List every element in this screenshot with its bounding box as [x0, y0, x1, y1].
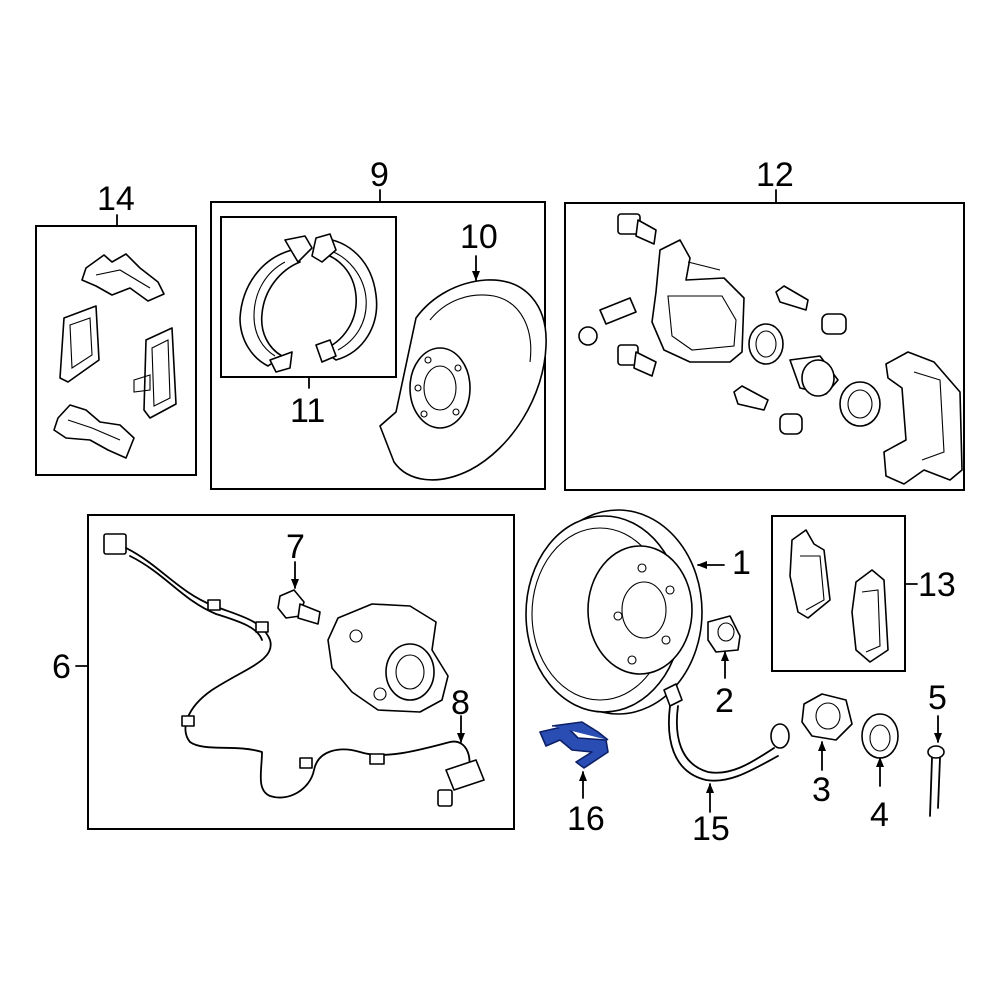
callout-7: 7 — [286, 528, 305, 566]
hub-cap[interactable] — [707, 615, 741, 653]
group-box-6 — [75, 514, 515, 830]
backing-plate[interactable] — [379, 279, 547, 481]
pad-clip-upper[interactable] — [81, 253, 165, 302]
callout-1: 1 — [732, 544, 751, 582]
brake-pad-right[interactable] — [851, 569, 889, 663]
brake-shoe-left[interactable] — [239, 235, 313, 373]
caliper-piston[interactable] — [789, 355, 839, 397]
callout-3: 3 — [812, 771, 831, 809]
washer[interactable] — [861, 713, 899, 759]
pad-shim-right[interactable] — [133, 327, 177, 419]
callout-10: 10 — [460, 218, 498, 256]
caliper-body[interactable] — [651, 239, 745, 363]
caliper-bolt-top[interactable] — [617, 213, 657, 245]
hub-bearing[interactable] — [327, 603, 449, 713]
caliper-bracket[interactable] — [883, 351, 963, 485]
callout-9: 9 — [370, 156, 389, 194]
callout-6: 6 — [52, 648, 71, 686]
caliper-bolt-lower[interactable] — [617, 344, 657, 377]
guide-pin-upper[interactable] — [775, 285, 847, 335]
group-box-14 — [35, 214, 197, 476]
axle-nut[interactable] — [801, 693, 853, 741]
abs-sensor-head[interactable] — [437, 759, 485, 807]
abs-sensor-wire[interactable] — [103, 533, 471, 799]
brake-clip-highlighted[interactable] — [539, 721, 609, 769]
hub-bolt[interactable] — [277, 589, 321, 625]
group-box-13 — [771, 515, 918, 672]
dust-boot[interactable] — [839, 381, 881, 427]
brake-shoe-right[interactable] — [311, 233, 378, 363]
callout-5: 5 — [928, 679, 947, 717]
callout-8: 8 — [451, 684, 470, 722]
guide-pin-lower[interactable] — [733, 385, 803, 435]
callout-14: 14 — [97, 180, 135, 218]
callout-13: 13 — [918, 566, 956, 604]
group-box-9 — [210, 189, 547, 490]
callout-15: 15 — [692, 810, 730, 848]
bleeder-screw[interactable] — [578, 297, 637, 346]
callout-12: 12 — [756, 156, 794, 194]
callout-11: 11 — [290, 392, 326, 430]
brake-hose[interactable] — [663, 683, 790, 782]
piston-seal[interactable] — [748, 323, 784, 365]
group-box-12 — [564, 189, 965, 491]
callout-16: 16 — [567, 800, 605, 838]
pad-shim-left[interactable] — [59, 305, 100, 383]
pad-clip-lower[interactable] — [53, 404, 135, 459]
cotter-pin[interactable] — [927, 745, 945, 817]
brake-pad-left[interactable] — [789, 529, 831, 619]
callout-2: 2 — [715, 682, 734, 720]
callout-4: 4 — [870, 796, 889, 834]
brake-rotor[interactable] — [525, 509, 703, 715]
